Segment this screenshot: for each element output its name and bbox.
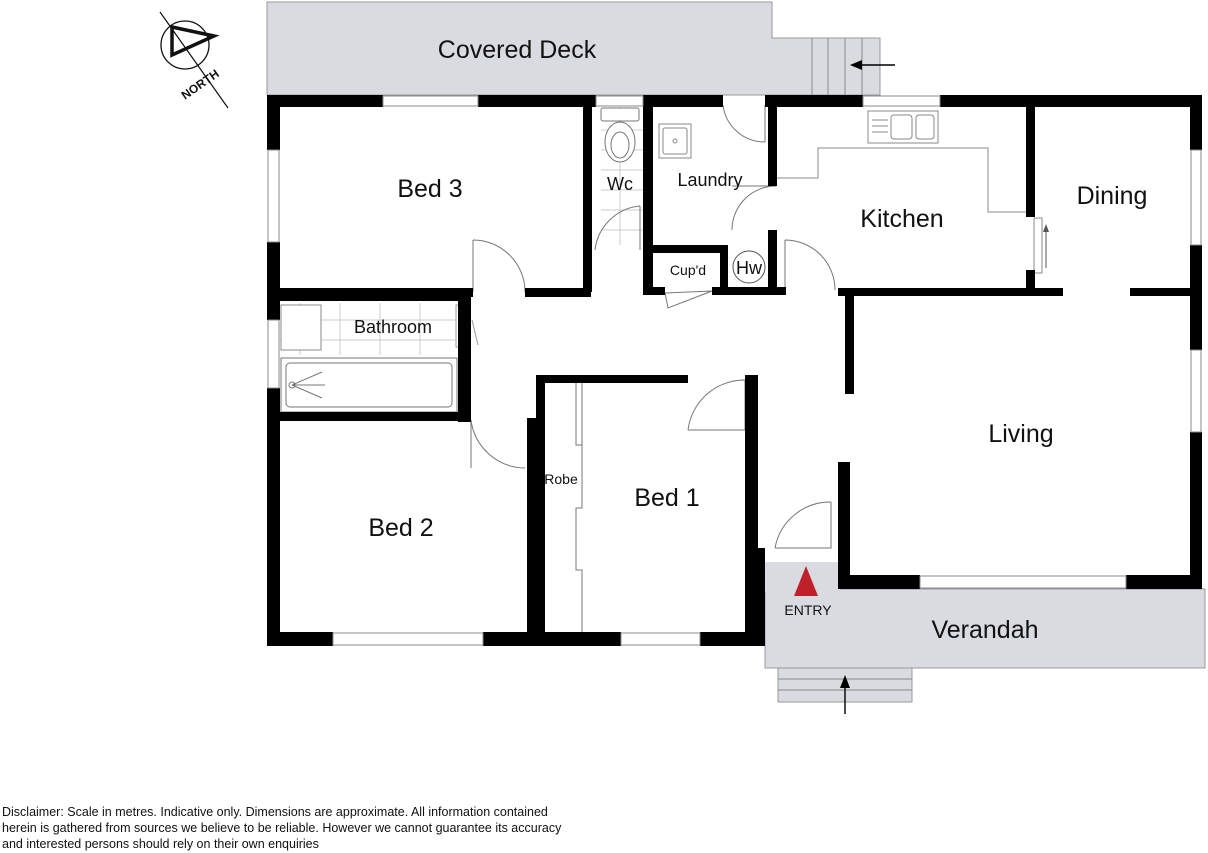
dining-label: Dining: [1077, 182, 1148, 210]
fixtures: [280, 107, 1049, 632]
laundry-tub-icon: [658, 123, 692, 159]
bathroom-vanity: [280, 304, 322, 351]
kitchen-bench: [777, 147, 1028, 213]
room-labels: Covered Deck Bed 3 Wc Laundry Kitchen Di…: [354, 36, 1147, 644]
wc-door: [594, 205, 641, 251]
entry-marker-icon: [794, 566, 818, 596]
disclaimer-line-2: herein is gathered from sources we belie…: [2, 821, 562, 835]
bathtub-icon: [280, 357, 458, 413]
bed2-label: Bed 2: [368, 514, 433, 542]
kitchen-door: [784, 239, 836, 291]
robe-label: Robe: [544, 471, 578, 487]
laundry-external-door: [722, 104, 766, 143]
wc-label: Wc: [607, 174, 633, 194]
bathroom-door: [470, 419, 526, 469]
toilet-icon: [600, 107, 640, 163]
bathroom-label: Bathroom: [354, 317, 432, 337]
robe-sliding-doors: [575, 383, 583, 632]
bed1-label: Bed 1: [634, 484, 699, 512]
dining-window-detail: [1033, 217, 1043, 274]
walls: [267, 95, 1202, 646]
entry-path-arrow-icon: [840, 675, 850, 714]
bed1-door: [687, 379, 746, 431]
hot-water-unit-icon: [732, 250, 766, 284]
compass-icon: NORTH: [159, 11, 229, 109]
outdoor-areas: [266, 1, 1206, 714]
cupboard-door: [664, 290, 713, 309]
living-label: Living: [988, 420, 1053, 448]
laundry-label: Laundry: [677, 170, 742, 190]
covered-deck-label: Covered Deck: [438, 36, 597, 64]
bed3-door: [472, 239, 526, 293]
compass-label: NORTH: [179, 67, 222, 103]
floor-plan: NORTH Covered Deck Bed 3 Wc Laundry Kitc…: [159, 1, 1206, 714]
verandah-area: [764, 588, 1206, 669]
kitchen-label: Kitchen: [860, 205, 943, 233]
verandah-label: Verandah: [931, 616, 1038, 644]
laundry-door: [731, 185, 777, 231]
entry-door: [774, 501, 832, 549]
cupboard-label: Cup'd: [670, 262, 706, 278]
kitchen-sink-icon: [867, 110, 939, 144]
windows: [267, 95, 1202, 646]
deck-arrow-icon: [850, 60, 895, 70]
disclaimer-line-1: Disclaimer: Scale in metres. Indicative …: [2, 805, 548, 819]
disclaimer-line-3: and interested persons should rely on th…: [2, 837, 319, 851]
hot-water-label: Hw: [736, 258, 763, 278]
entry-label: ENTRY: [784, 602, 832, 618]
bed3-label: Bed 3: [397, 175, 462, 203]
doors: [470, 104, 836, 549]
disclaimer: Disclaimer: Scale in metres. Indicative …: [2, 804, 602, 852]
